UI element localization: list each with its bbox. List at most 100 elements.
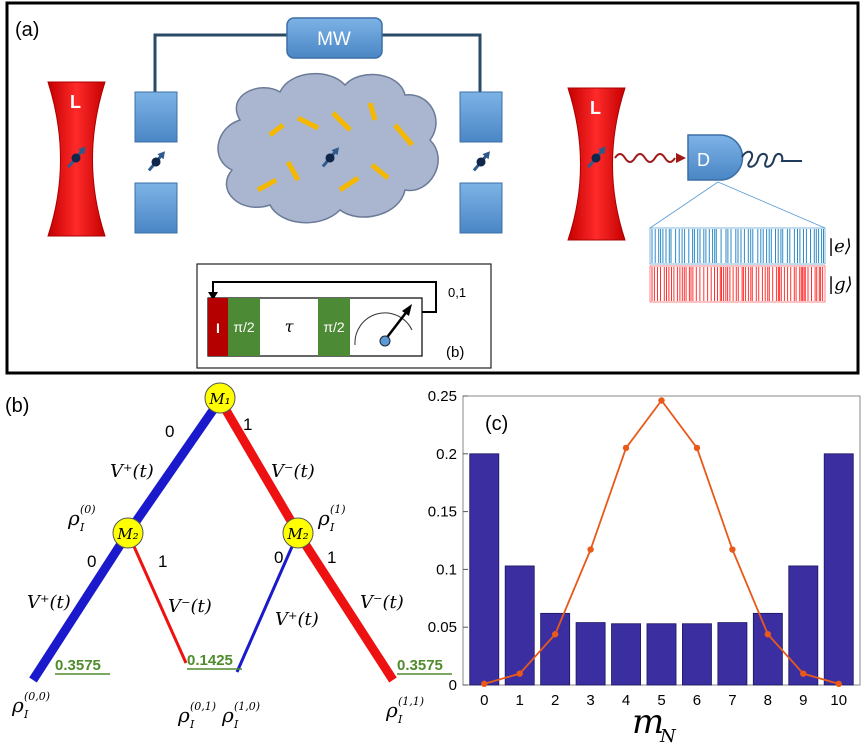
line-point	[658, 397, 665, 404]
branch-label: 1	[327, 548, 336, 567]
svg-text:ρ: ρ	[11, 693, 24, 717]
node-m2-left: M₂	[112, 517, 144, 549]
state-e-label: |e⟩	[828, 236, 852, 257]
x-tick-label: 5	[657, 692, 665, 709]
x-tick-label: 3	[586, 692, 594, 709]
meter-icon	[354, 304, 413, 347]
spin-icon	[147, 151, 165, 172]
svg-text:ρ: ρ	[317, 506, 330, 530]
svg-text:I: I	[23, 708, 29, 721]
node-m2-right: M₂	[282, 517, 314, 549]
x-tick-label: 1	[516, 692, 524, 709]
panel-a: (a) MW L	[5, 1, 860, 375]
operator-label: V⁺(t)	[275, 609, 319, 630]
panel-b-label: (b)	[5, 395, 29, 417]
svg-text:ρ: ρ	[221, 703, 234, 727]
operator-label: V⁻(t)	[360, 592, 404, 613]
mw-source-box	[286, 17, 383, 59]
probability-00: 0.3575	[55, 657, 110, 675]
resonator-box-right-top	[459, 91, 503, 143]
spin-bath-spins	[256, 102, 414, 193]
resonator-box-right-bottom	[459, 182, 503, 234]
branch-label: 1	[158, 552, 167, 571]
chart-panel-label: (c)	[485, 413, 508, 435]
line-point	[587, 546, 594, 553]
svg-text:I: I	[79, 521, 85, 534]
rho-label-0: ρ I (0)	[67, 503, 96, 534]
svg-text:ρ: ρ	[67, 506, 80, 530]
branch-top-right	[216, 397, 302, 536]
laser-right-label: L	[590, 98, 601, 118]
mw-label: MW	[317, 29, 351, 50]
x-tick-label: 8	[764, 692, 772, 709]
y-tick-label: 0.25	[428, 388, 457, 405]
pi-half-pulse-1	[228, 298, 260, 356]
rho-label-00: ρ I (0,0)	[11, 690, 50, 721]
svg-text:ρ: ρ	[385, 698, 398, 722]
x-tick-label: 6	[693, 692, 701, 709]
rho-label-10: ρ I (1,0)	[221, 700, 260, 731]
pi-half-label-1: π/2	[233, 319, 255, 335]
x-tick-label: 2	[551, 692, 559, 709]
line-point	[551, 631, 559, 638]
trace-g	[649, 265, 826, 303]
svg-text:I: I	[397, 713, 403, 726]
svg-text:0.1425: 0.1425	[187, 652, 233, 669]
operator-label: V⁻(t)	[168, 596, 212, 617]
tau-label: τ	[285, 317, 295, 336]
bar	[504, 565, 535, 686]
svg-text:I: I	[329, 521, 335, 534]
bar	[469, 453, 500, 686]
branch-label: 0	[274, 548, 283, 567]
y-tick-label: 0.1	[436, 561, 457, 578]
pulse-sequence-inset: 0,1 I π/2 τ π/2 (b)	[196, 263, 492, 369]
init-pulse	[208, 298, 228, 356]
branch-label: 1	[243, 415, 252, 434]
svg-text:I: I	[233, 718, 239, 731]
spin-icon	[472, 151, 490, 172]
feedback-arrow-icon	[208, 292, 218, 300]
trace-e	[649, 227, 826, 265]
line-point	[622, 444, 630, 452]
bar	[823, 453, 854, 686]
bar	[540, 612, 571, 686]
bar-series	[469, 453, 854, 686]
svg-text:(1,0): (1,0)	[234, 700, 260, 713]
branch-rr	[294, 530, 397, 683]
svg-text:N: N	[659, 726, 677, 747]
svg-text:M₂: M₂	[116, 525, 138, 543]
line-series	[481, 397, 842, 688]
bar	[682, 623, 712, 686]
laser-left-label: L	[70, 92, 81, 112]
y-axis: 00.050.10.150.20.25	[428, 388, 468, 694]
probability-01: 0.1425	[187, 652, 242, 670]
x-tick-label: 4	[622, 692, 630, 709]
line-point	[516, 670, 523, 677]
rho-label-1: ρ I (1)	[317, 503, 346, 534]
state-g-label: |g⟩	[828, 274, 853, 295]
feedback-loop	[212, 281, 437, 313]
bar	[752, 612, 783, 686]
line-point	[835, 680, 842, 688]
feedback-label: 0,1	[448, 285, 466, 300]
mw-wire-right	[380, 33, 482, 92]
branch-ll	[29, 530, 132, 683]
spin-icon	[67, 146, 86, 169]
panel-a-label: (a)	[15, 19, 39, 41]
line-point	[764, 631, 772, 638]
line-point	[729, 546, 736, 553]
photon-arrow-head	[676, 153, 686, 163]
panel-b-tree: (b) M₁ M₂ M₂ 0 1 0 1 0 1 V⁺(t) V⁻(t) V⁺(…	[5, 382, 452, 731]
operator-label: V⁺(t)	[110, 461, 154, 482]
bar	[575, 622, 606, 686]
y-tick-label: 0	[449, 677, 457, 694]
svg-text:(0): (0)	[80, 503, 96, 516]
x-tick-label: 9	[799, 692, 807, 709]
rho-label-11: ρ I (1,1)	[385, 695, 424, 726]
svg-text:I: I	[189, 718, 195, 731]
node-m1: M₁	[204, 382, 236, 414]
svg-text:0.3575: 0.3575	[55, 657, 101, 674]
svg-text:0.3575: 0.3575	[397, 657, 443, 674]
